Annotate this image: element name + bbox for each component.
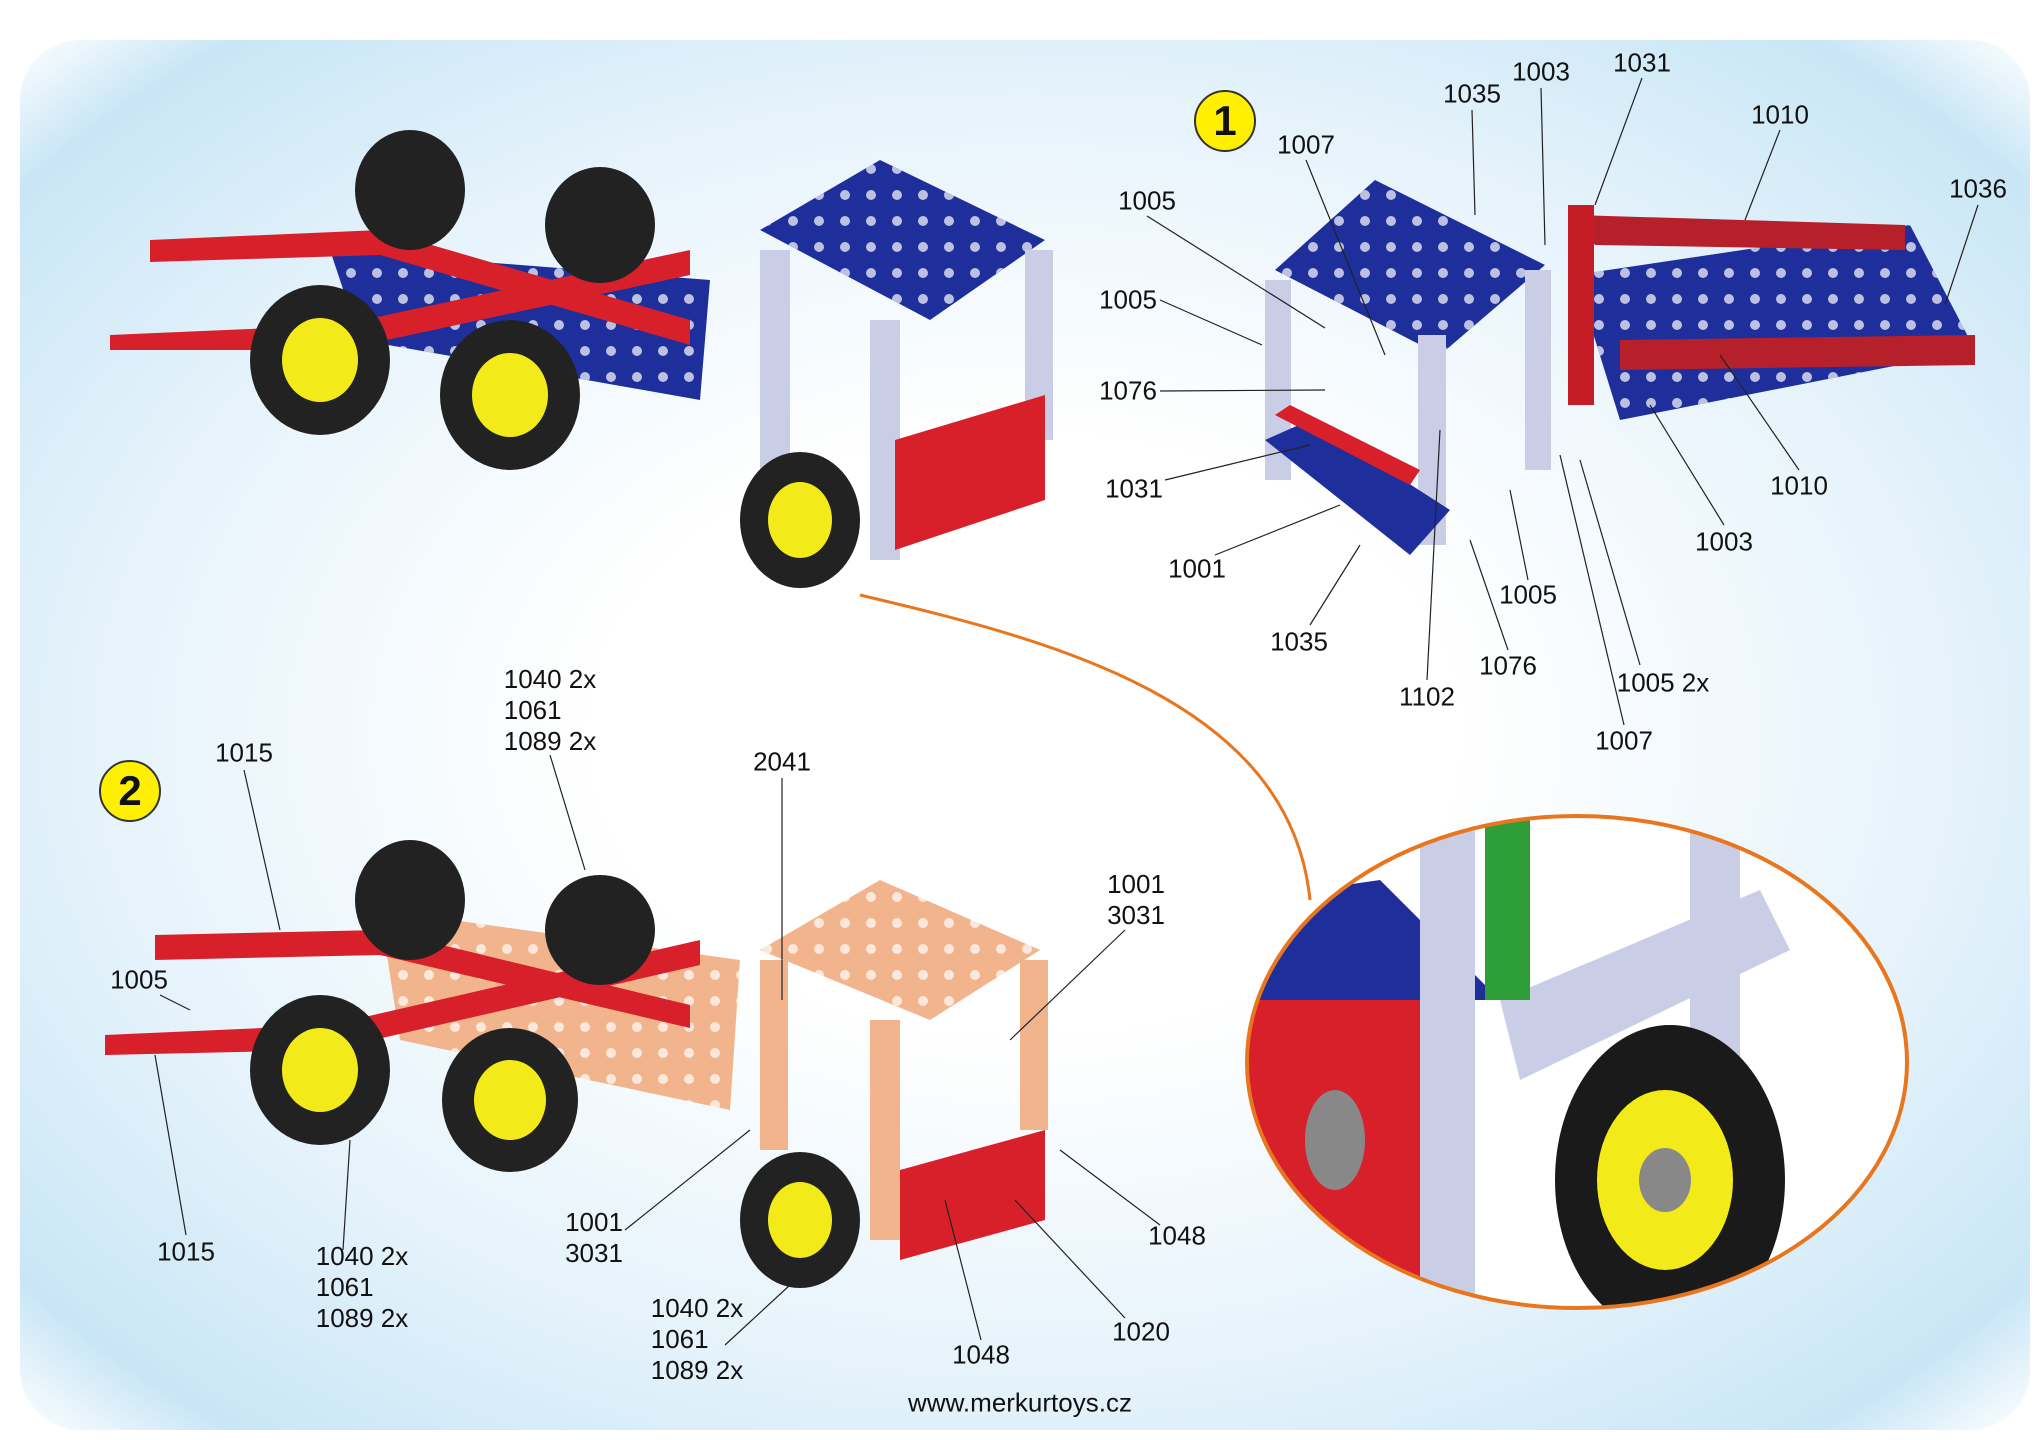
part-label: 1048 xyxy=(952,1339,1010,1370)
part-label: 1005 xyxy=(110,964,168,995)
part-label: 1015 xyxy=(157,1236,215,1267)
part-label: 1015 xyxy=(215,737,273,768)
part-label: 1102 xyxy=(1399,681,1455,712)
part-label: 1001 xyxy=(1168,553,1226,584)
part-label: 3031 xyxy=(565,1238,623,1268)
part-label: 1001 xyxy=(565,1207,623,1237)
part-group-label: 1040 2x 1061 1089 2x xyxy=(504,664,597,757)
part-label: 1040 2x xyxy=(650,1293,744,1323)
part-label: 1001 xyxy=(1107,869,1165,899)
part-group-label: 1040 2x 1061 1089 2x xyxy=(651,1293,744,1386)
part-label: 1061 xyxy=(650,1324,709,1354)
part-label: 1040 2x xyxy=(315,1241,409,1271)
part-label: 1040 2x xyxy=(503,664,597,694)
part-label: 1005 2x xyxy=(1616,667,1710,698)
part-label: 3031 xyxy=(1107,900,1165,930)
part-label: 1010 xyxy=(1770,470,1828,501)
part-group-label: 1001 3031 xyxy=(565,1207,623,1269)
part-label: 1089 2x xyxy=(503,726,597,756)
part-label: 1089 2x xyxy=(650,1355,744,1385)
part-label: 1048 xyxy=(1148,1220,1206,1251)
leader-lines xyxy=(154,77,1979,1346)
part-label: 1061 xyxy=(503,695,562,725)
step-1-badge: 1 xyxy=(1194,90,1256,152)
model-complete xyxy=(110,130,1053,588)
part-label: 1007 xyxy=(1277,129,1335,160)
part-label: 1010 xyxy=(1751,99,1809,130)
part-label: 1007 xyxy=(1595,725,1653,756)
part-label: 1003 xyxy=(1695,526,1753,557)
part-group-label: 1001 3031 xyxy=(1107,869,1165,931)
model-step1 xyxy=(1265,180,1975,555)
part-group-label: 1040 2x 1061 1089 2x xyxy=(316,1241,409,1334)
model-step2 xyxy=(105,840,1048,1288)
part-label: 1031 xyxy=(1105,473,1163,504)
part-label: 1076 xyxy=(1479,650,1537,681)
part-label: 1036 xyxy=(1949,173,2007,204)
part-label: 1076 xyxy=(1099,375,1157,406)
part-label: 1005 xyxy=(1099,284,1157,315)
part-label: 1089 2x xyxy=(315,1303,409,1333)
part-label: 1003 xyxy=(1512,56,1570,87)
footer-url[interactable]: www.merkurtoys.cz xyxy=(908,1387,1132,1418)
part-label: 1005 xyxy=(1118,185,1176,216)
part-label: 2041 xyxy=(753,746,811,777)
part-label: 1035 xyxy=(1270,626,1328,657)
part-label: 1035 xyxy=(1443,78,1501,109)
step-2-badge: 2 xyxy=(99,760,161,822)
part-label: 1020 xyxy=(1112,1316,1170,1347)
part-label: 1005 xyxy=(1499,579,1557,610)
part-label: 1061 xyxy=(315,1272,374,1302)
detail-callout xyxy=(859,593,1909,1310)
part-label: 1031 xyxy=(1613,47,1671,78)
